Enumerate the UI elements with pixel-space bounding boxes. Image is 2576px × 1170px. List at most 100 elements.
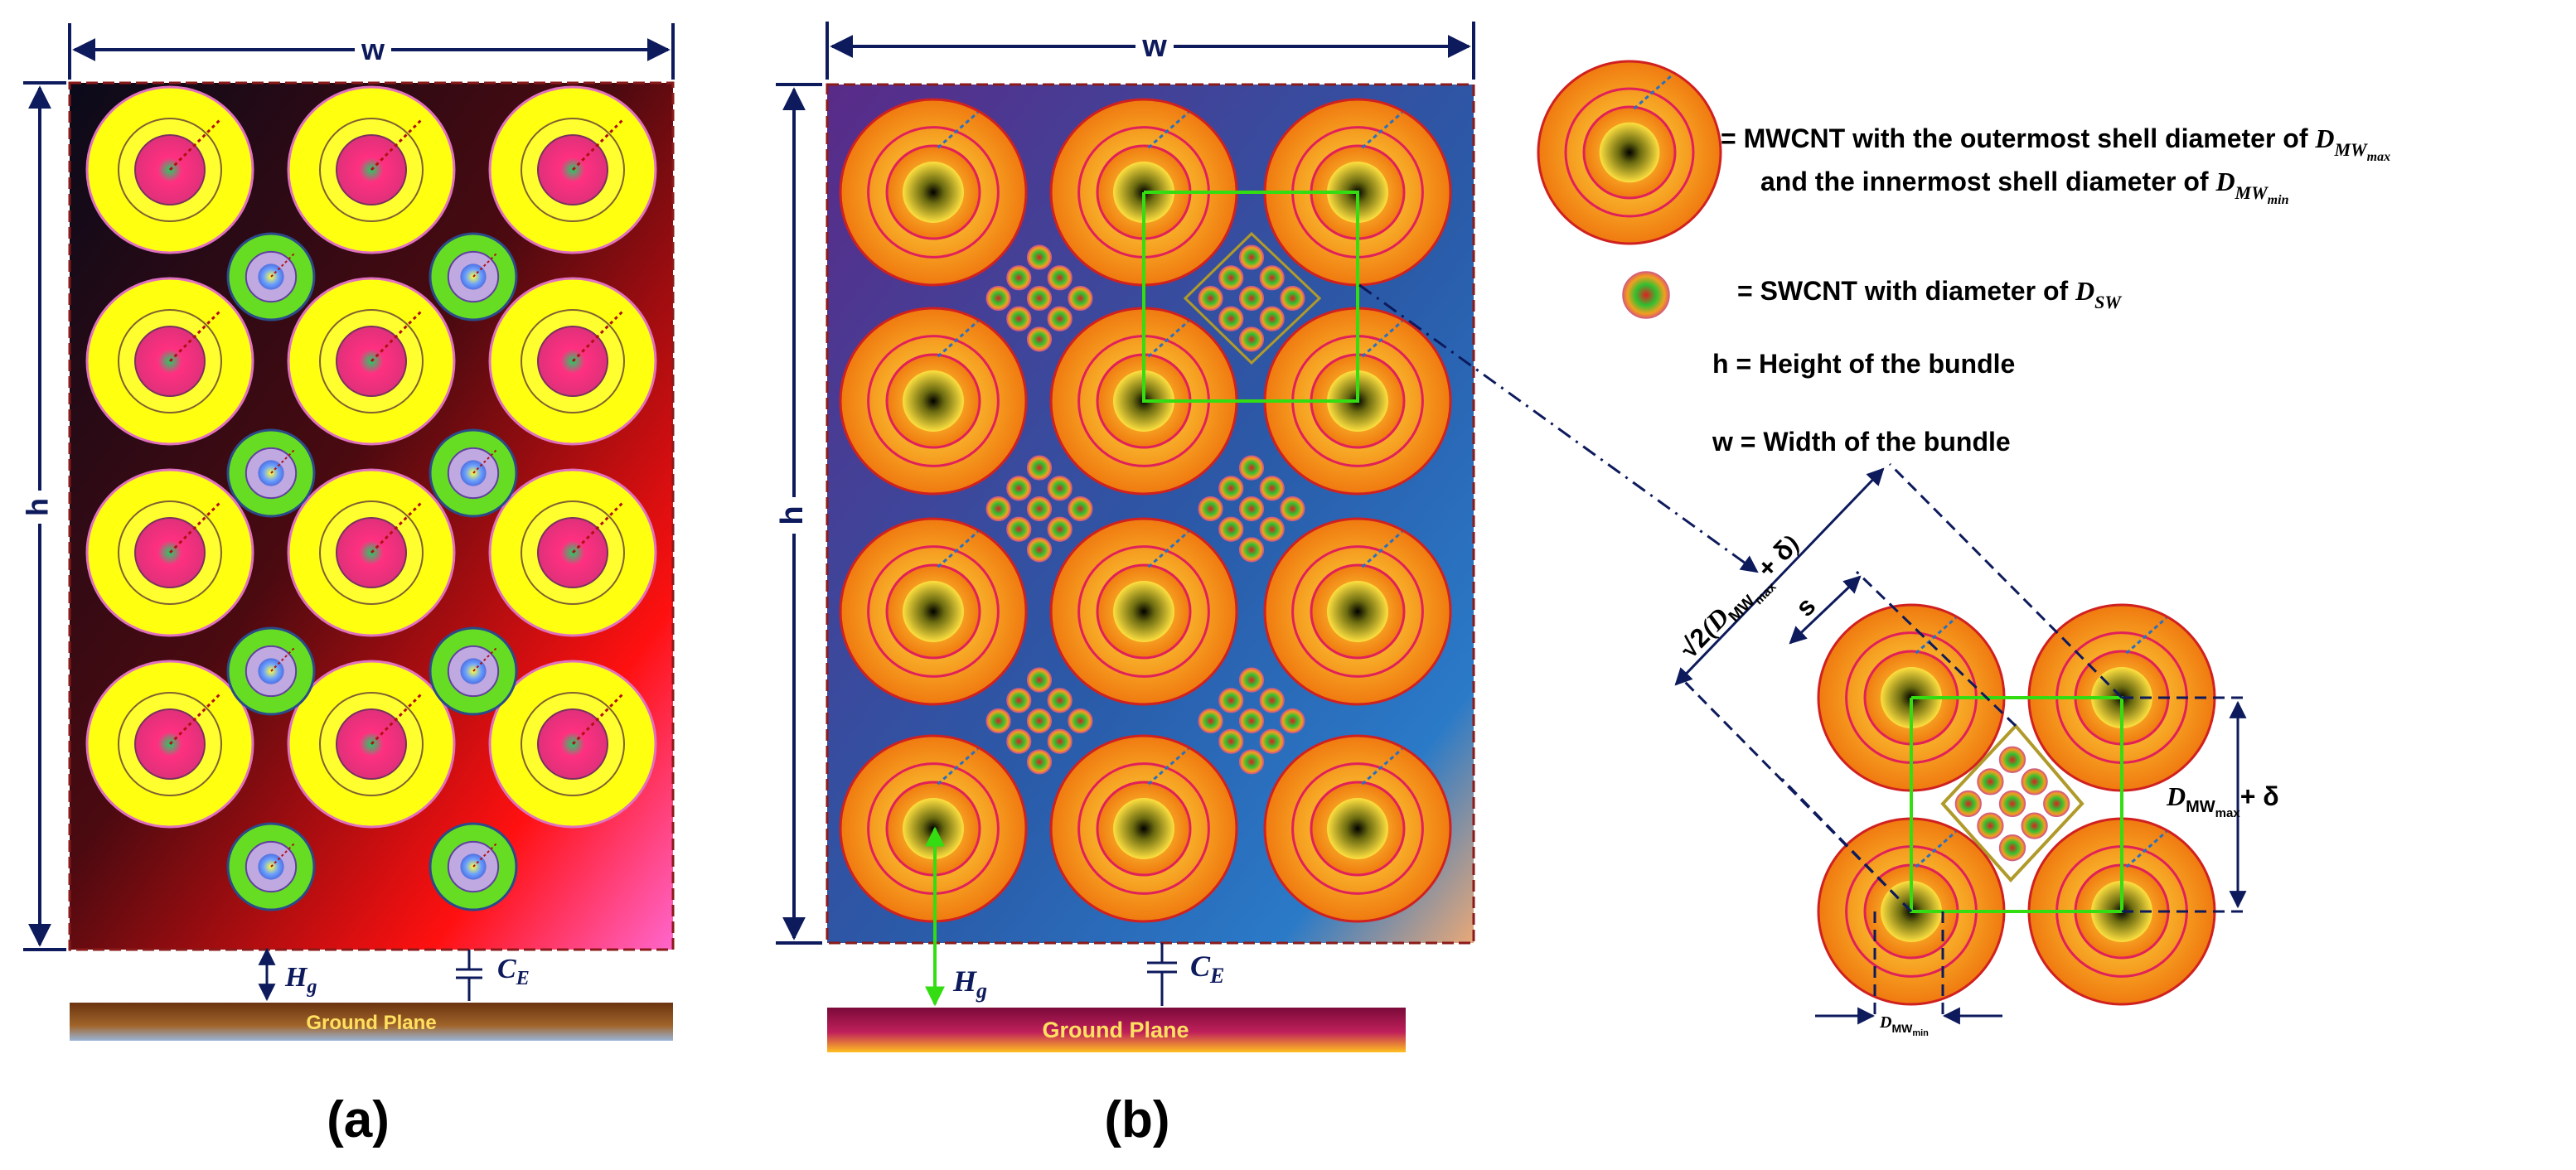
swcnt-tube: [1259, 516, 1285, 542]
swcnt-tube: [1198, 708, 1223, 734]
panel-a-tubes: [85, 85, 657, 911]
mwcnt-tube: [839, 307, 1028, 496]
mwcnt-tube: [839, 517, 1028, 706]
mwcnt-tube: [1537, 60, 1722, 245]
swcnt-tube: [1006, 265, 1032, 291]
zoom-sqrt2-dimension: [1674, 467, 1885, 686]
swcnt-tube: [1218, 306, 1244, 331]
panel-b-height-label: h: [775, 505, 810, 525]
mwcnt-tube: [85, 277, 254, 446]
mwcnt-tube: [839, 98, 1028, 287]
swcnt-tube: [1238, 455, 1265, 481]
swcnt-tube: [1280, 285, 1305, 312]
legend-mwcnt-symbol: [1537, 60, 1722, 245]
swcnt-tube: [1998, 746, 2026, 773]
swcnt-tube: [1218, 265, 1244, 291]
swcnt-tube: [1198, 496, 1223, 522]
panel-b: w h Hg CE Ground Plane (b): [775, 22, 1475, 1148]
swcnt-tube: [1977, 768, 2004, 795]
zoom-detail: √2(DMWmax+ δ) s DMWmax+ δ DMWmin: [1673, 462, 2279, 1038]
mwcnt-tube: [488, 85, 657, 254]
mwcnt-tube: [1049, 307, 1238, 496]
legend-width-definition: w = Width of the bundle: [1712, 427, 2011, 457]
mwcnt-tube: [488, 277, 657, 446]
panel-a-hg-label: Hg: [284, 962, 317, 998]
swcnt-tube: [1047, 728, 1073, 754]
panel-a-ground-plane: [70, 1003, 673, 1041]
swcnt-tube: [1026, 496, 1053, 522]
mwcnt-tube: [1049, 517, 1238, 706]
swcnt-tube: [1280, 496, 1305, 522]
swcnt-tube: [1954, 790, 1982, 818]
mwcnt-tube: [488, 468, 657, 637]
swcnt-tube: [1238, 708, 1265, 734]
swcnt-tube: [1047, 516, 1073, 542]
mwcnt-tube: [488, 660, 657, 829]
swcnt-tube: [1006, 688, 1032, 713]
swcnt-tube: [1238, 537, 1265, 563]
swcnt-tube: [1026, 244, 1053, 270]
small-tube: [429, 428, 518, 518]
panel-b-width-label: w: [1141, 29, 1167, 64]
swcnt-cluster: [1954, 746, 2070, 862]
mwcnt-tube: [85, 85, 254, 254]
panel-b-ground-label: Ground Plane: [1042, 1018, 1189, 1042]
swcnt-cluster: [1198, 244, 1305, 352]
small-tube: [226, 428, 316, 518]
swcnt-tube: [1238, 285, 1265, 312]
zoom-inner-diameter-label: DMWmin: [1879, 1013, 1929, 1038]
swcnt-tube: [1026, 667, 1053, 693]
swcnt-tube: [1026, 537, 1053, 563]
swcnt-tube: [1006, 728, 1032, 754]
swcnt-tube: [1006, 516, 1032, 542]
panel-b-ce-label: CE: [1190, 950, 1224, 988]
mwcnt-tube: [1049, 734, 1238, 923]
swcnt-tube: [1026, 326, 1053, 352]
small-tube: [429, 822, 518, 911]
swcnt-tube: [2021, 768, 2048, 795]
mwcnt-tube: [287, 85, 456, 254]
swcnt-tube: [1280, 708, 1305, 734]
swcnt-cluster: [985, 455, 1093, 563]
mwcnt-tube: [287, 277, 456, 446]
mwcnt-tube: [287, 468, 456, 637]
panel-a-width-label: w: [361, 32, 385, 66]
panel-a-ce-label: CE: [497, 954, 530, 989]
swcnt-tube: [1622, 271, 1670, 319]
swcnt-tube: [1218, 516, 1244, 542]
swcnt-tube: [985, 285, 1011, 312]
swcnt-tube: [1006, 306, 1032, 331]
swcnt-tube: [1026, 285, 1053, 312]
legend-swcnt-text: = SWCNT with diameter of DSW: [1737, 276, 2122, 312]
swcnt-tube: [1047, 688, 1073, 713]
swcnt-tube: [1238, 496, 1265, 522]
zoom-tubes: [1817, 603, 2216, 1006]
swcnt-cluster: [985, 244, 1093, 352]
swcnt-tube: [1006, 476, 1032, 501]
legend-mwcnt-line2: and the innermost shell diameter of DMWm…: [1760, 167, 2289, 207]
swcnt-tube: [1998, 790, 2026, 818]
legend-swcnt-symbol: [1622, 271, 1670, 319]
mwcnt-tube: [85, 468, 254, 637]
swcnt-tube: [1218, 476, 1244, 501]
swcnt-tube: [1259, 265, 1285, 291]
small-tube: [226, 822, 316, 911]
small-tube: [226, 232, 316, 322]
swcnt-tube: [985, 708, 1011, 734]
swcnt-tube: [1977, 812, 2004, 839]
panel-b-ground-plane: [827, 1008, 1406, 1052]
swcnt-tube: [1198, 285, 1223, 312]
swcnt-tube: [1047, 265, 1073, 291]
swcnt-tube: [1026, 708, 1053, 734]
panel-b-swcnt-cluster-box: [1183, 231, 1322, 365]
panel-b-hg-label: Hg: [952, 965, 987, 1003]
zoom-pitch-label: DMWmax+ δ: [2166, 781, 2279, 820]
swcnt-tube: [1218, 728, 1244, 754]
swcnt-cluster: [1198, 667, 1305, 775]
swcnt-tube: [1259, 476, 1285, 501]
small-tube: [429, 232, 518, 322]
legend: = MWCNT with the outermost shell diamete…: [1537, 60, 2390, 457]
swcnt-tube: [1026, 749, 1053, 775]
swcnt-tube: [1998, 834, 2026, 862]
